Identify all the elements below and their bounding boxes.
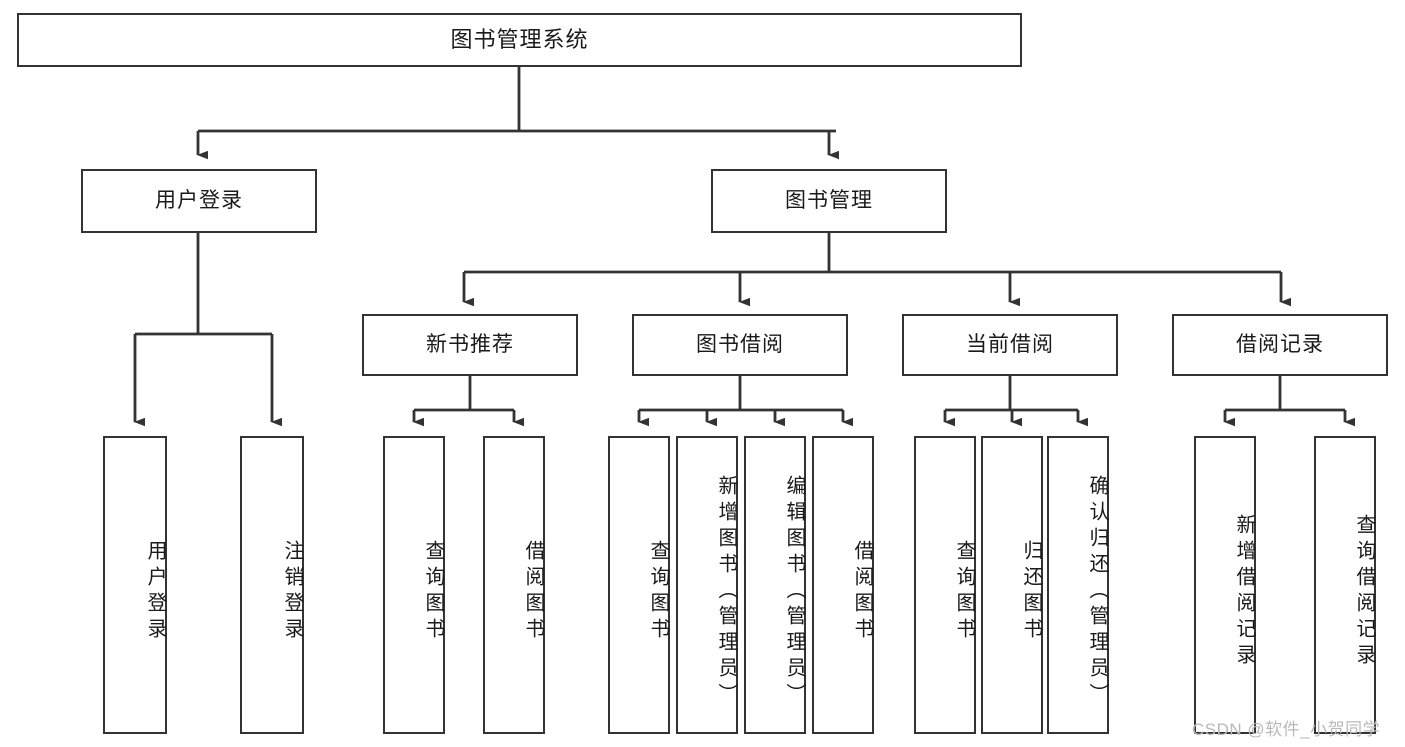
- node-book-borrow[interactable]: 图书借阅: [632, 314, 848, 376]
- node-label: 查询借阅记录: [1353, 514, 1375, 670]
- node-label: 新增借阅记录: [1233, 514, 1255, 670]
- node-label: 借阅图书: [522, 540, 544, 644]
- node-label: 新书推荐: [426, 333, 514, 357]
- leaf-book-borrow-add[interactable]: 新增图书（管理员）: [676, 436, 738, 734]
- node-book-management[interactable]: 图书管理: [711, 169, 947, 233]
- leaf-book-borrow-edit[interactable]: 编辑图书（管理员）: [744, 436, 806, 734]
- watermark-text: CSDN @软件_小贺同学: [1192, 715, 1380, 740]
- node-label: 查询图书: [422, 540, 444, 644]
- leaf-borrow-record-add[interactable]: 新增借阅记录: [1194, 436, 1256, 734]
- node-borrow-record[interactable]: 借阅记录: [1172, 314, 1388, 376]
- node-label: 注销登录: [281, 540, 303, 644]
- leaf-book-borrow-query[interactable]: 查询图书: [608, 436, 670, 734]
- leaf-new-book-query[interactable]: 查询图书: [383, 436, 445, 734]
- leaf-user-login-login[interactable]: 用户登录: [103, 436, 167, 734]
- node-label: 查询图书: [953, 540, 975, 644]
- leaf-new-book-borrow[interactable]: 借阅图书: [483, 436, 545, 734]
- node-root-system[interactable]: 图书管理系统: [17, 13, 1022, 67]
- node-label: 查询图书: [647, 540, 669, 644]
- node-label: 借阅图书: [851, 540, 873, 644]
- leaf-current-borrow-return[interactable]: 归还图书: [981, 436, 1043, 734]
- node-label: 图书管理: [785, 189, 873, 213]
- node-label: 当前借阅: [966, 333, 1054, 357]
- node-label: 图书借阅: [696, 333, 784, 357]
- node-label: 借阅记录: [1236, 333, 1324, 357]
- node-label: 归还图书: [1020, 540, 1042, 644]
- leaf-borrow-record-query[interactable]: 查询借阅记录: [1314, 436, 1376, 734]
- watermark-label: CSDN @软件_小贺同学: [1192, 720, 1381, 739]
- leaf-current-borrow-confirm[interactable]: 确认归还（管理员）: [1047, 436, 1109, 734]
- node-label: 图书管理系统: [450, 26, 589, 52]
- leaf-user-login-logout[interactable]: 注销登录: [240, 436, 304, 734]
- node-label: 确认归还（管理员）: [1086, 475, 1108, 709]
- node-user-login[interactable]: 用户登录: [81, 169, 317, 233]
- node-label: 新增图书（管理员）: [715, 475, 737, 709]
- leaf-book-borrow-borrow[interactable]: 借阅图书: [812, 436, 874, 734]
- node-new-book-recommend[interactable]: 新书推荐: [362, 314, 578, 376]
- leaf-current-borrow-query[interactable]: 查询图书: [914, 436, 976, 734]
- node-current-borrow[interactable]: 当前借阅: [902, 314, 1118, 376]
- node-label: 用户登录: [155, 189, 243, 213]
- node-label: 用户登录: [144, 540, 166, 644]
- node-label: 编辑图书（管理员）: [783, 475, 805, 709]
